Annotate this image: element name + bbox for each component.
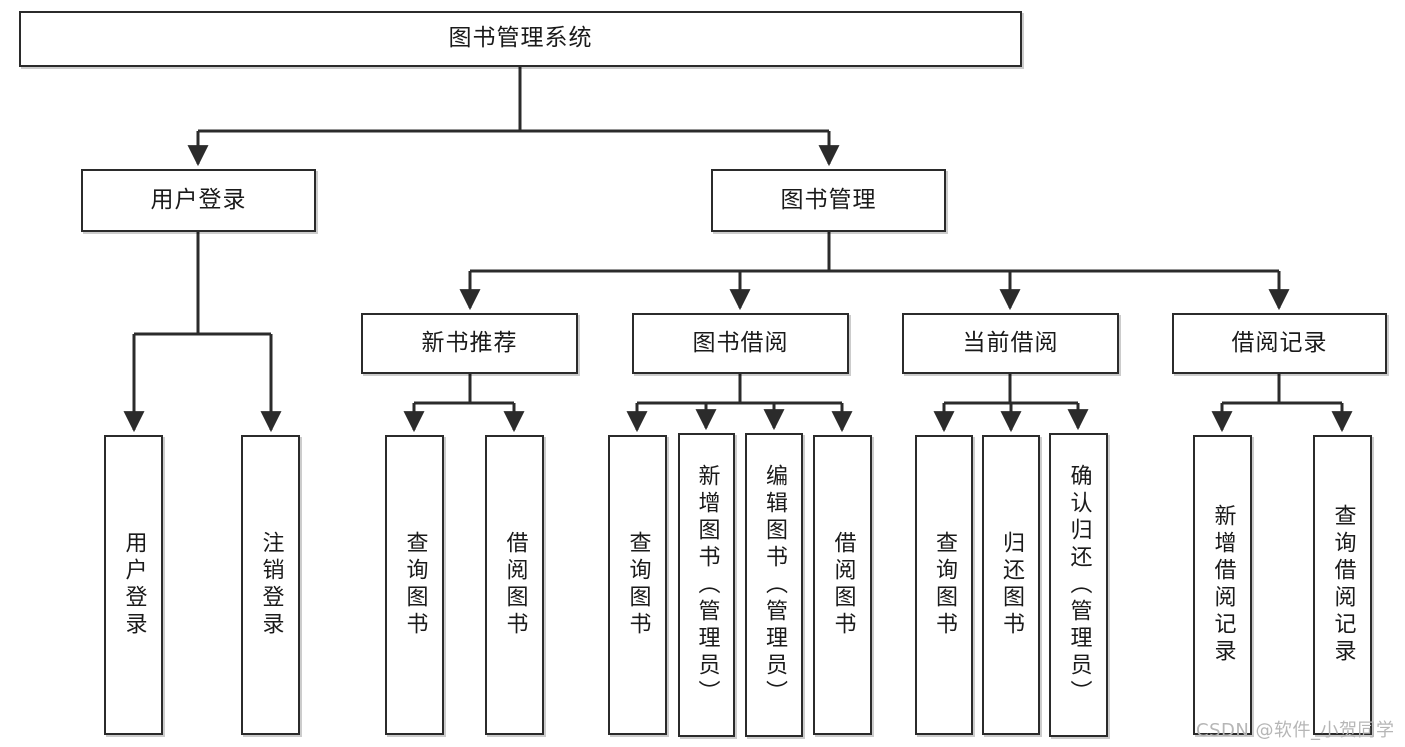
node-borrow-record[interactable]: 借阅记录 — [1172, 313, 1387, 374]
node-leaf-logout[interactable]: 注销登录 — [241, 435, 300, 735]
node-leaf-query-book-current[interactable]: 查询图书 — [915, 435, 973, 735]
node-leaf-add-borrow-record[interactable]: 新增借阅记录 — [1193, 435, 1252, 735]
node-leaf-query-book-recommend[interactable]: 查询图书 — [385, 435, 444, 735]
node-leaf-user-login[interactable]: 用户登录 — [104, 435, 163, 735]
node-leaf-query-borrow-record[interactable]: 查询借阅记录 — [1313, 435, 1372, 735]
node-current-borrow[interactable]: 当前借阅 — [902, 313, 1119, 374]
node-new-book-recommend[interactable]: 新书推荐 — [361, 313, 578, 374]
node-leaf-return-book[interactable]: 归还图书 — [982, 435, 1040, 735]
csdn-watermark: CSDN @软件_小贺同学 — [1196, 720, 1395, 741]
node-book-manage[interactable]: 图书管理 — [711, 169, 946, 232]
node-book-borrow[interactable]: 图书借阅 — [632, 313, 849, 374]
node-leaf-borrow-book[interactable]: 借阅图书 — [813, 435, 872, 735]
node-leaf-confirm-return-admin[interactable]: 确认归还（管理员） — [1049, 433, 1108, 737]
node-root[interactable]: 图书管理系统 — [19, 11, 1022, 67]
node-leaf-borrow-book-recommend[interactable]: 借阅图书 — [485, 435, 544, 735]
node-leaf-add-book-admin[interactable]: 新增图书（管理员） — [678, 433, 735, 737]
node-leaf-query-book-borrow[interactable]: 查询图书 — [608, 435, 667, 735]
node-leaf-edit-book-admin[interactable]: 编辑图书（管理员） — [745, 433, 803, 737]
node-user-login[interactable]: 用户登录 — [81, 169, 316, 232]
